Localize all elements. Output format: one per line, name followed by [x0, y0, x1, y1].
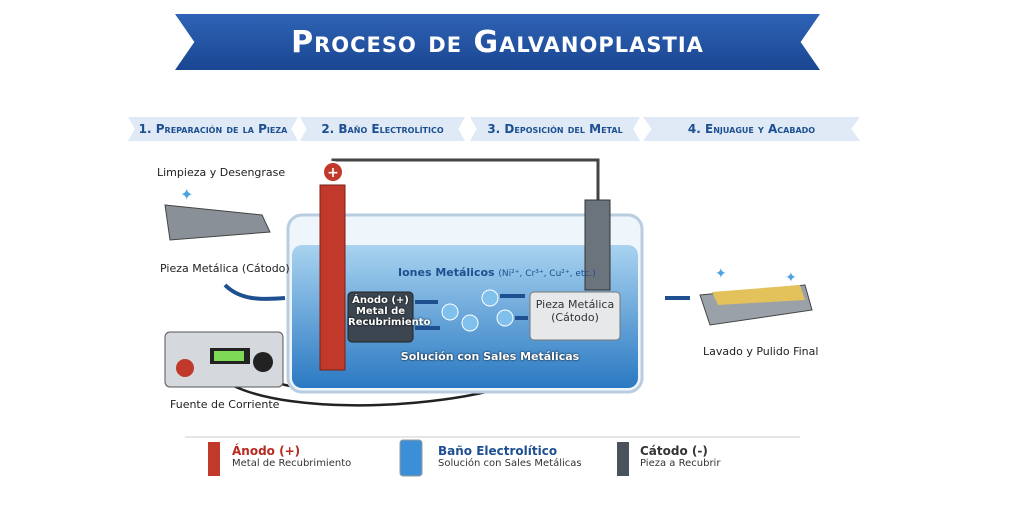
- svg-text:✦: ✦: [785, 270, 797, 286]
- svg-text:✦: ✦: [180, 185, 193, 204]
- anode-bar: [319, 184, 346, 371]
- piece-label: Pieza Metálica (Cátodo): [160, 262, 290, 275]
- step-3: 3. Deposición del Metal: [470, 117, 640, 141]
- legend-cathode: Cátodo (-)Pieza a Recubrir: [640, 444, 721, 469]
- svg-text:✦: ✦: [715, 266, 727, 282]
- cathode-box: [529, 291, 621, 341]
- step-4: 4. Enjuague y Acabado: [643, 117, 860, 141]
- legend-anode: Ánodo (+)Metal de Recubrimiento: [232, 444, 352, 469]
- polished-piece-icon: [699, 284, 813, 326]
- solution-label: Solución con Sales Metálicas: [400, 350, 580, 363]
- power-supply-icon: [164, 331, 284, 388]
- anode-box: [347, 291, 414, 343]
- final-label: Lavado y Pulido Final: [703, 345, 819, 358]
- metal-piece-icon: [164, 204, 271, 241]
- step-1: 1. Preparación de la Pieza: [128, 117, 298, 141]
- arrow-icons: [223, 283, 690, 330]
- title-banner: Proceso de Galvanoplastia: [175, 14, 820, 70]
- power-label: Fuente de Corriente: [170, 398, 280, 411]
- ions-label: Iones Metálicos (Ni²⁺, Cr³⁺, Cu²⁺, etc.): [398, 266, 596, 279]
- svg-text:+: +: [327, 165, 339, 181]
- cathode-box-label: Pieza Metálica(Cátodo): [535, 298, 615, 324]
- ion-icons: [441, 289, 514, 332]
- sparkle-icons: ✦ ✦ ✦: [180, 185, 797, 286]
- step-2: 2. Baño Electrolítico: [300, 117, 465, 141]
- plus-icon: [322, 161, 344, 183]
- legend-icons: [185, 436, 800, 477]
- cleaning-label: Limpieza y Desengrase: [157, 166, 286, 179]
- cathode-bar: [584, 199, 611, 291]
